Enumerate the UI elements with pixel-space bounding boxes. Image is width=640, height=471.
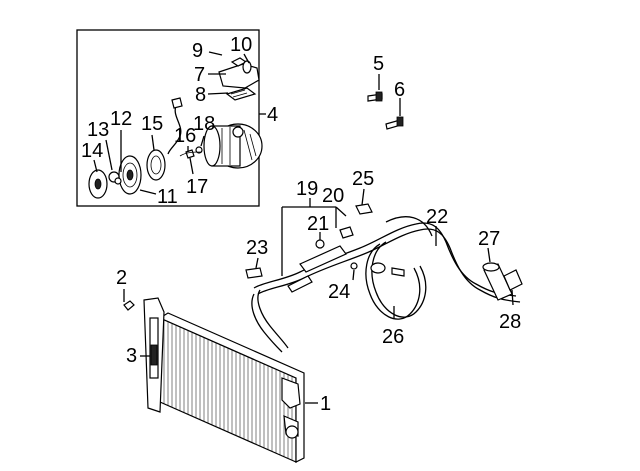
- callout-24: 24: [328, 281, 350, 303]
- callout-17: 17: [186, 176, 208, 198]
- callout-16: 16: [174, 125, 196, 147]
- callout-8: 8: [195, 84, 206, 106]
- callout-25: 25: [352, 168, 374, 190]
- callout-28: 28: [499, 311, 521, 333]
- callout-21: 21: [307, 213, 329, 235]
- callout-26: 26: [382, 326, 404, 348]
- callout-22: 22: [426, 206, 448, 228]
- callout-27: 27: [478, 228, 500, 250]
- bolt-parts: [367, 74, 404, 130]
- callout-14: 14: [81, 140, 103, 162]
- callout-labels: 1 2 3 4 5 6 7 8 9 10 11 12 13 14 15 16 1…: [81, 34, 521, 415]
- callout-12: 12: [110, 108, 132, 130]
- compressor-inset: [76, 29, 266, 207]
- condenser-assembly: [123, 289, 318, 463]
- callout-5: 5: [373, 53, 384, 75]
- callout-7: 7: [194, 64, 205, 86]
- callout-4: 4: [267, 104, 278, 126]
- callout-20: 20: [322, 185, 344, 207]
- refrigerant-lines: [245, 188, 523, 353]
- callout-13: 13: [87, 119, 109, 141]
- callout-15: 15: [141, 113, 163, 135]
- callout-18: 18: [193, 113, 215, 135]
- callout-1: 1: [320, 393, 331, 415]
- callout-10: 10: [230, 34, 252, 56]
- callout-3: 3: [126, 345, 137, 367]
- callout-11: 11: [157, 186, 178, 208]
- callout-6: 6: [394, 79, 405, 101]
- callout-2: 2: [116, 267, 127, 289]
- callout-9: 9: [192, 40, 203, 62]
- callout-19: 19: [296, 178, 318, 200]
- callout-23: 23: [246, 237, 268, 259]
